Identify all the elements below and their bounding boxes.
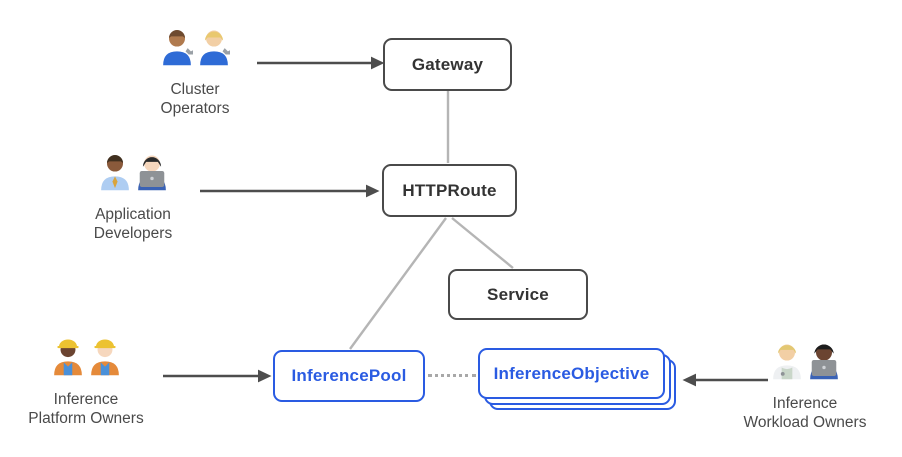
cluster-operators-arrow <box>257 56 385 70</box>
two-construction-workers-emoji-icon <box>0 336 186 376</box>
actor-label-line1: Application <box>95 206 171 223</box>
inferenceobjective-node-label: InferenceObjective <box>493 363 650 383</box>
actor-label-line1: Inference <box>772 395 838 412</box>
inferenceobjective-stack: InferenceObjective <box>478 348 678 414</box>
httproute-inferencepool-connector <box>349 217 447 350</box>
man-construction-worker-emoji <box>90 339 119 376</box>
actor-label-line1: Inference <box>53 391 119 408</box>
man-office-worker-emoji <box>100 155 129 191</box>
health-worker-and-technologist-emoji-icon <box>705 340 902 380</box>
application-developers-arrow <box>200 184 380 198</box>
httproute-node: HTTPRoute <box>382 164 517 217</box>
actor-label-line1: Cluster <box>170 81 220 98</box>
inferencepool-inferenceobjective-dotted-connector <box>428 374 476 377</box>
actor-label-line2: Operators <box>160 100 230 117</box>
httproute-node-label: HTTPRoute <box>402 180 497 200</box>
gateway-node: Gateway <box>383 38 512 91</box>
woman-mechanic-emoji <box>199 30 230 66</box>
two-mechanics-emoji-icon <box>95 26 295 66</box>
httproute-service-connector <box>451 217 514 269</box>
actor-inference-platform-owners: Inference Platform Owners <box>0 336 186 428</box>
woman-technologist-emoji <box>137 155 166 191</box>
service-node: Service <box>448 269 588 320</box>
woman-construction-worker-emoji <box>53 339 82 376</box>
inferencepool-node: InferencePool <box>273 350 425 402</box>
man-technologist-emoji <box>809 344 838 380</box>
inference-platform-owners-arrow <box>163 369 272 383</box>
inference-workload-owners-arrow <box>682 373 768 387</box>
service-node-label: Service <box>487 284 549 304</box>
actor-cluster-operators: Cluster Operators <box>95 26 295 118</box>
inferencepool-node-label: InferencePool <box>291 366 407 385</box>
actor-inference-workload-owners: Inference Workload Owners <box>705 340 902 432</box>
actor-label-line2: Platform Owners <box>28 410 144 427</box>
health-worker-emoji <box>772 344 801 380</box>
actor-label-line2: Workload Owners <box>743 414 867 431</box>
man-mechanic-emoji <box>162 30 193 66</box>
actor-application-developers: Application Developers <box>33 151 233 243</box>
actor-label-line2: Developers <box>93 225 173 242</box>
gateway-node-label: Gateway <box>411 54 484 74</box>
inferenceobjective-node: InferenceObjective <box>478 348 665 399</box>
office-worker-and-technologist-emoji-icon <box>33 151 233 191</box>
